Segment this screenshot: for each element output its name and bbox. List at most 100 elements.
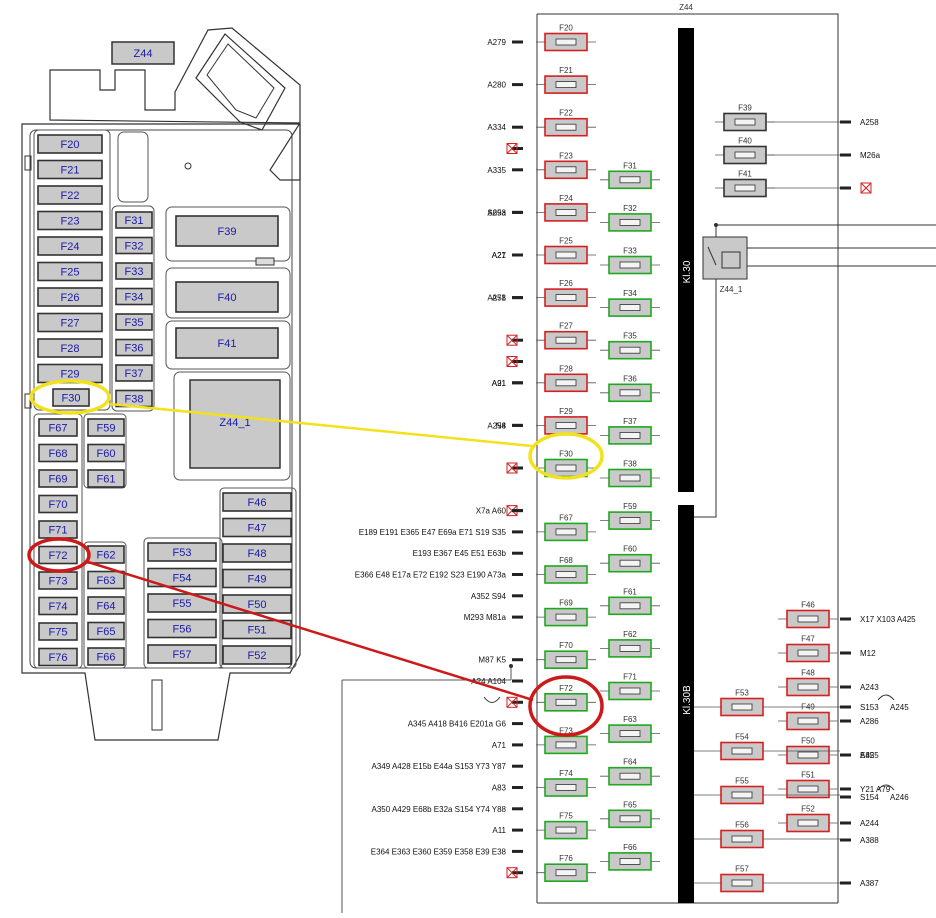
fuse-label-f22: F22: [61, 190, 80, 202]
fuse-element-f27: [555, 336, 577, 344]
fuse-symbol-label-f27: F27: [559, 322, 573, 331]
fuse-element-f50: [797, 751, 819, 759]
relay-body: [189, 379, 281, 469]
fuse-element-f61: [619, 602, 641, 610]
fuse-f35: [115, 313, 153, 331]
schematic: Z44 Kl.30 Kl.30B Z44_1 F20A279F21A280F22…: [341, 3, 936, 913]
m87-junction: [509, 664, 513, 668]
fuse-element-f76: [555, 869, 577, 877]
fuse-label-f66: F66: [97, 652, 116, 664]
bridge-arc: [483, 696, 501, 703]
fuse-symbol-label-f67: F67: [559, 513, 573, 522]
pin-label-f67: E189 E191 E365 E47 E69a E71 S19 S35: [359, 528, 507, 537]
fuse-f68: [38, 443, 78, 463]
fuse-label-f38: F38: [125, 394, 144, 406]
fuse-label-f23: F23: [61, 216, 80, 228]
pin-label-f21: A280: [487, 81, 506, 90]
fuse-f52: [222, 645, 292, 665]
fuse-symbol-label-f20: F20: [559, 24, 573, 33]
fuse-box-layout: Z44_1 Z44 F20F21F22F23F24F25F26F27F28F29…: [21, 27, 301, 741]
fuse-label-f64: F64: [97, 601, 116, 613]
fuse-f51: [222, 619, 292, 640]
red-connector-line: [87, 560, 534, 702]
fuse-element-f35: [619, 346, 641, 354]
unused-pin-icon: [506, 334, 518, 346]
yellow-callout-layout: [29, 379, 111, 415]
fuse-f60: [87, 443, 125, 463]
fuse-label-f27: F27: [61, 318, 80, 330]
fuse-f54: [147, 567, 217, 588]
fuse-element-f72: [555, 698, 577, 706]
fuse-symbol-label-f60: F60: [623, 545, 637, 554]
pin-label-bridge: A245: [890, 703, 909, 712]
mid-top-slot: [117, 131, 149, 203]
fuse-symbol-label-f72: F72: [559, 684, 573, 693]
fuse-symbol-label-f48: F48: [801, 669, 815, 678]
fuse-f23: [37, 210, 103, 231]
unused-pin-icon: [860, 182, 872, 194]
fuse-element-f66: [619, 858, 641, 865]
fuse-symbol-label-f38: F38: [623, 460, 637, 469]
fuse-box-left-clip: [24, 155, 32, 171]
pin-label-f74: A83: [492, 784, 507, 793]
fuse-element-f46: [797, 615, 819, 623]
pin-label-f28: A91: [492, 379, 507, 388]
fuse-f65: [87, 621, 125, 641]
pin-label-f63: A345 A418 B416 E201a G6: [408, 720, 507, 729]
fuse-f39: [175, 215, 279, 247]
unused-pin-icon-cross: [506, 696, 518, 708]
fuse-label-f49: F49: [248, 574, 267, 586]
fuse-element-f21: [555, 81, 577, 88]
bus-bar-kl30-label: Kl.30: [682, 260, 693, 283]
fuse-symbol-label-f59: F59: [623, 502, 637, 511]
pin-label-right: A387: [860, 879, 879, 888]
fuse-symbol-label-f36: F36: [623, 374, 637, 383]
fuse-element-f55: [731, 791, 753, 799]
fuse-element-f37: [619, 431, 641, 439]
fuse-label-f29: F29: [61, 369, 80, 381]
fuse-element-f64: [619, 772, 641, 780]
fuse-f34: [115, 287, 153, 306]
large-fuse-frame-1: [165, 206, 291, 262]
fuse-f21: [37, 159, 103, 180]
fuse-symbol-label-f40: F40: [738, 137, 752, 146]
pin-label-f40: M26a: [860, 151, 881, 160]
fuse-label-f59: F59: [97, 423, 116, 435]
unused-pin-icon: [506, 356, 518, 367]
fuse-element-f69: [555, 613, 577, 621]
pin-label-f71: A24 A104: [471, 677, 506, 686]
fuse-box-top-housing: [49, 27, 301, 181]
pin-label-f49: A286: [860, 717, 879, 726]
fuse-label-f31: F31: [125, 215, 144, 227]
fuse-element-f68: [555, 571, 577, 578]
unused-pin-icon-cross: [506, 356, 518, 367]
unused-pin-icon-cross: [506, 334, 518, 346]
pin-label-f65: A350 A429 E68b E32a S154 Y74 Y88: [372, 805, 507, 814]
bus-bar-kl30: [678, 28, 694, 492]
fuse-label-f50: F50: [248, 599, 267, 611]
fuse-element-f22: [555, 123, 577, 131]
pin-label-f25: A21: [492, 251, 507, 260]
relay-symbol-coil: [707, 246, 741, 269]
relay-junction: [714, 223, 718, 227]
fuse-label-f39: F39: [218, 226, 237, 238]
unused-pin-icon-cross: [860, 182, 872, 194]
pin-label-f37: N4: [496, 421, 507, 430]
fuse-f48: [222, 543, 292, 563]
fuse-element-f57: [731, 879, 753, 887]
fuse-symbol-label-f33: F33: [623, 247, 637, 256]
fuse-f47: [222, 517, 292, 538]
fuse-f37: [115, 364, 153, 382]
fuse-symbol-label-f68: F68: [559, 556, 573, 565]
fuse-symbol-label-f54: F54: [735, 733, 749, 742]
fuse-label-f26: F26: [61, 292, 80, 304]
fuse-label-f74: F74: [49, 601, 68, 613]
pin-label-right: E85: [860, 751, 875, 760]
pin-label-f47: M12: [860, 649, 876, 658]
fuse-label-f30: F30: [62, 393, 81, 405]
fuse-label-f52: F52: [248, 650, 267, 662]
pin-label-f73: A71: [492, 741, 507, 750]
fuse-symbol-label-f51: F51: [801, 771, 815, 780]
